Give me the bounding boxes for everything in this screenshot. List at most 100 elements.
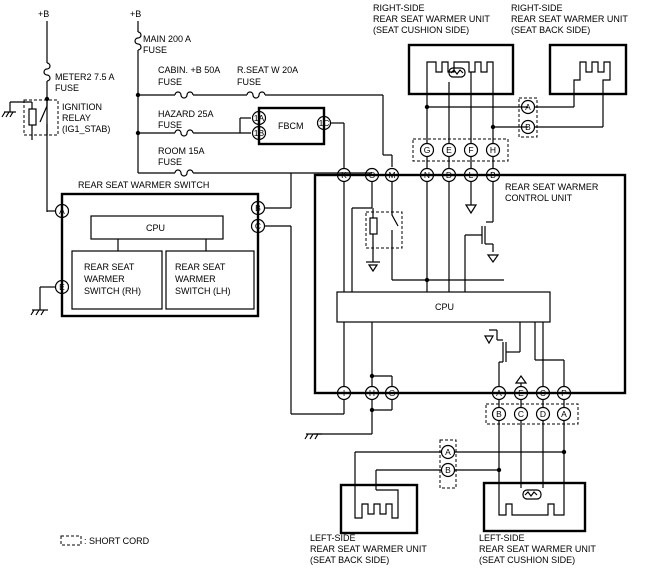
legend-short-cord: : SHORT CORD bbox=[84, 536, 150, 546]
switch-lh-l1: REAR SEAT bbox=[175, 262, 226, 272]
left-back-box bbox=[339, 483, 419, 535]
fuse-cabin-l1: CABIN. +B 50A bbox=[158, 65, 220, 75]
lc-pin-a-label: A bbox=[561, 409, 567, 419]
left-back-title-l2: REAR SEAT WARMER UNIT bbox=[310, 544, 427, 554]
rseat-fuse bbox=[246, 91, 266, 99]
control-unit-title-l1: REAR SEAT WARMER bbox=[505, 182, 599, 192]
left-back-heater bbox=[354, 489, 399, 519]
fuse-meter2-l2: FUSE bbox=[55, 83, 79, 93]
lb-pin-a bbox=[440, 444, 456, 460]
fuse-hazard-l1: HAZARD 25A bbox=[158, 109, 214, 119]
fbcm-pin-1a-label: 1A bbox=[254, 113, 265, 123]
fbcm-pin-1b-label: 1B bbox=[254, 128, 265, 138]
lb-pin-b bbox=[440, 462, 456, 478]
left-cushion-title-l3: (SEAT CUSHION SIDE) bbox=[479, 555, 575, 565]
switch-pin-b-label: B bbox=[255, 203, 261, 213]
rc-pin-e-label: E bbox=[446, 145, 452, 155]
switch-cpu-box bbox=[90, 215, 224, 240]
right-back-box bbox=[548, 43, 628, 96]
ignition-relay bbox=[1, 99, 59, 140]
short-cord-rb bbox=[518, 97, 538, 138]
switch-pin-c-label: C bbox=[255, 221, 261, 231]
cu-pin-o bbox=[364, 167, 380, 183]
control-cpu-box bbox=[336, 291, 551, 323]
lc-pin-c-label: C bbox=[518, 409, 524, 419]
meter2-fuse bbox=[43, 62, 51, 82]
ground-arrow bbox=[486, 254, 500, 264]
cu-pin-l bbox=[463, 167, 479, 183]
switch-pin-e-label: E bbox=[59, 282, 65, 292]
right-back-title-l3: (SEAT BACK SIDE) bbox=[511, 25, 590, 35]
left-cushion-title-l1: LEFT-SIDE bbox=[479, 533, 525, 543]
supply-left-label: +B bbox=[38, 9, 49, 19]
left-back-title-l1: LEFT-SIDE bbox=[310, 533, 356, 543]
ignition-relay-l1: IGNITION bbox=[62, 102, 102, 112]
right-cushion-title-l2: REAR SEAT WARMER UNIT bbox=[373, 14, 490, 24]
switch-rh-l1: REAR SEAT bbox=[84, 262, 135, 272]
rc-pin-f bbox=[463, 142, 479, 158]
cu-pin-k bbox=[336, 167, 352, 183]
control-top-pins: K O M N D L B bbox=[336, 167, 501, 183]
lb-pin-b-label: B bbox=[445, 465, 451, 475]
room-fuse bbox=[174, 169, 194, 177]
switch-rh-l3: SWITCH (RH) bbox=[84, 286, 141, 296]
control-unit-box bbox=[313, 173, 627, 395]
ground-symbol bbox=[30, 309, 48, 316]
cu-pin-h bbox=[364, 385, 380, 401]
rc-pin-h-label: H bbox=[490, 145, 496, 155]
junction bbox=[369, 407, 375, 413]
control-unit-title-l2: CONTROL UNIT bbox=[505, 193, 573, 203]
thermistor-icon bbox=[524, 491, 538, 497]
cu-pin-g bbox=[384, 385, 400, 401]
fuse-rseat-l1: R.SEAT W 20A bbox=[237, 65, 298, 75]
cu-pin-a bbox=[491, 385, 507, 401]
cu-pin-e bbox=[513, 385, 529, 401]
thermistor-icon bbox=[522, 489, 542, 500]
thermistor-icon bbox=[448, 67, 466, 78]
fuse-hazard-l2: FUSE bbox=[158, 120, 182, 130]
fbcm-pin-1a bbox=[251, 110, 267, 126]
lc-pin-a bbox=[556, 406, 572, 422]
junction bbox=[561, 449, 567, 455]
left-cushion-title-l2: REAR SEAT WARMER UNIT bbox=[479, 544, 596, 554]
fbcm-pin-1b bbox=[251, 125, 267, 141]
lc-pin-b bbox=[491, 406, 507, 422]
right-cushion-title-l3: (SEAT CUSHION SIDE) bbox=[373, 25, 469, 35]
lc-pin-b-label: B bbox=[496, 409, 502, 419]
switch-pin-a-label: A bbox=[59, 206, 65, 216]
rc-pin-e bbox=[441, 142, 457, 158]
left-cushion-box bbox=[482, 481, 587, 533]
cu-pin-c-label: C bbox=[540, 388, 546, 398]
cu-pin-h-label: H bbox=[369, 388, 375, 398]
switch-lh-l3: SWITCH (LH) bbox=[175, 286, 231, 296]
switch-box bbox=[60, 192, 260, 318]
lc-pin-d bbox=[535, 406, 551, 422]
legend-swatch bbox=[60, 535, 82, 546]
switch-title: REAR SEAT WARMER SWITCH bbox=[78, 180, 209, 190]
left-back-title-l3: (SEAT BACK SIDE) bbox=[310, 555, 389, 565]
cu-pin-b bbox=[485, 167, 501, 183]
ignition-relay-l2: RELAY bbox=[62, 113, 91, 123]
arrow bbox=[514, 374, 528, 384]
short-cord-lb bbox=[439, 439, 457, 489]
control-cpu-label: CPU bbox=[435, 302, 454, 312]
cu-pin-g-label: G bbox=[389, 388, 396, 398]
main-fuse bbox=[134, 31, 142, 51]
cu-pin-o-label: O bbox=[369, 170, 376, 180]
thermistor-icon bbox=[450, 69, 464, 75]
junction bbox=[490, 124, 496, 130]
short-cord-rc bbox=[412, 138, 509, 162]
rc-pin-f-label: F bbox=[468, 145, 473, 155]
fbcm-pin-1c-label: 1C bbox=[319, 118, 330, 128]
right-back-title-l2: REAR SEAT WARMER UNIT bbox=[511, 14, 628, 24]
fuse-main-l2: FUSE bbox=[143, 45, 167, 55]
supply-right-label: +B bbox=[130, 9, 141, 19]
switch-lh-l2: WARMER bbox=[175, 274, 216, 284]
right-back-heater bbox=[573, 61, 611, 127]
junction bbox=[369, 373, 375, 379]
junction bbox=[424, 277, 430, 283]
switch-rh-box bbox=[71, 250, 163, 310]
fuse-main-l1: MAIN 200 A bbox=[143, 34, 191, 44]
fuse-cabin-l2: FUSE bbox=[158, 77, 182, 87]
